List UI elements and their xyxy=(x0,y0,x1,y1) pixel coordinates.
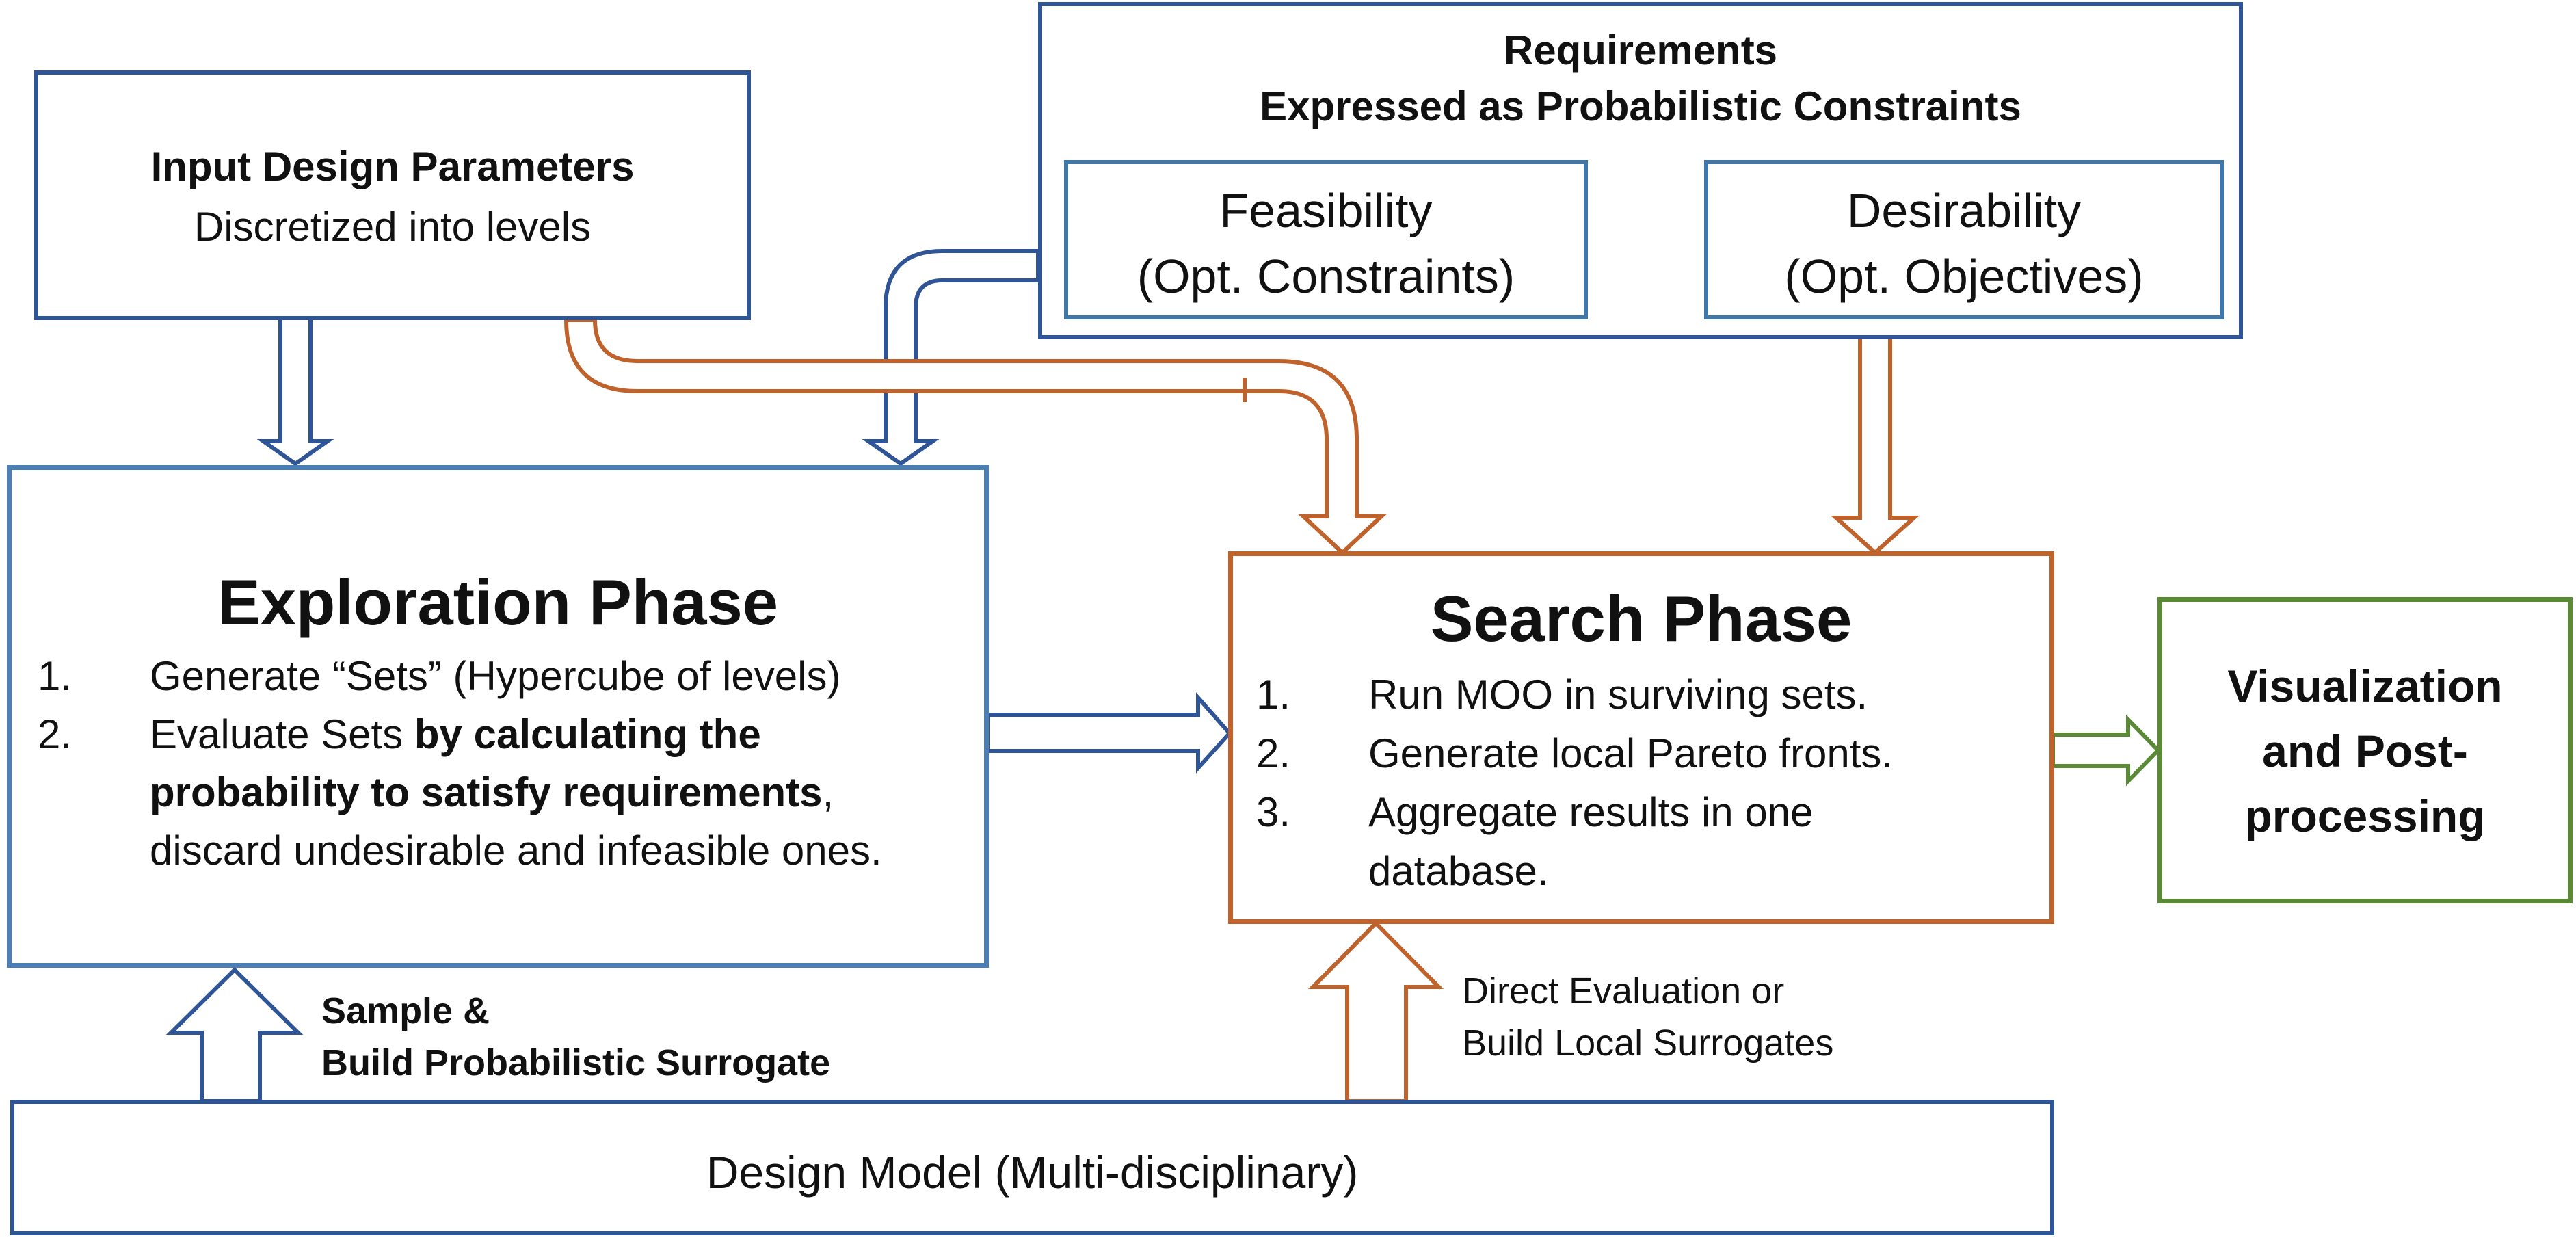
search-phase-title: Search Phase xyxy=(1430,583,1853,655)
arrow-requirements-to-exploration xyxy=(862,249,1040,466)
visualization-label-line3: processing xyxy=(2244,791,2486,841)
exploration-item-2-line3: discard undesirable and infeasible ones. xyxy=(150,828,882,873)
exploration-phase-box: Exploration Phase 1. Generate “Sets” (Hy… xyxy=(7,465,989,968)
desirability-label: Desirability xyxy=(1846,184,2082,237)
arrow-exploration-to-search xyxy=(985,692,1233,774)
desirability-box: Desirability (Opt. Objectives) xyxy=(1704,160,2224,319)
desirability-sublabel: (Opt. Objectives) xyxy=(1784,250,2144,303)
design-model-label: Design Model (Multi-disciplinary) xyxy=(706,1147,1359,1198)
visualization-label-line2: and Post- xyxy=(2262,726,2468,776)
input-parameters-subtitle: Discretized into levels xyxy=(194,204,592,250)
search-item-3-line1: Aggregate results in one xyxy=(1368,789,1814,835)
arrow-requirements-to-search xyxy=(1831,334,1920,556)
requirements-subtitle: Expressed as Probabilistic Constraints xyxy=(1260,83,2021,129)
arrow-input-to-search xyxy=(563,318,1387,556)
exploration-item-2-number: 2. xyxy=(38,711,72,757)
exploration-item-2-text: Evaluate Sets xyxy=(150,711,414,757)
sample-label-line1: Sample & xyxy=(321,990,490,1031)
search-item-3-line2: database. xyxy=(1368,848,1549,894)
search-item-2-number: 2. xyxy=(1256,730,1291,776)
feasibility-label: Feasibility xyxy=(1219,184,1433,237)
search-item-1-text: Run MOO in surviving sets. xyxy=(1368,672,1868,717)
direct-evaluation-label-line1: Direct Evaluation or xyxy=(1462,971,1785,1012)
arrow-model-to-search xyxy=(1307,920,1444,1103)
search-item-1-number: 1. xyxy=(1256,672,1291,717)
search-item-2-text: Generate local Pareto fronts. xyxy=(1368,730,1894,776)
arrow-input-to-exploration xyxy=(256,316,334,466)
direct-evaluation-label-line2: Build Local Surrogates xyxy=(1462,1023,1834,1064)
arrow-model-to-exploration xyxy=(165,966,304,1103)
exploration-item-2-line1: Evaluate Sets by calculating the xyxy=(150,711,761,758)
input-parameters-box: Input Design Parameters Discretized into… xyxy=(34,70,751,320)
sample-label-line2: Build Probabilistic Surrogate xyxy=(321,1042,831,1083)
exploration-item-2-line2: probability to satisfy requirements, xyxy=(150,769,834,816)
requirements-title: Requirements xyxy=(1503,27,1778,73)
arrow-search-to-visualization xyxy=(2051,714,2162,787)
exploration-item-2-emphasis-b: probability to satisfy requirements xyxy=(150,769,823,815)
feasibility-box: Feasibility (Opt. Constraints) xyxy=(1064,160,1588,319)
input-parameters-title: Input Design Parameters xyxy=(150,144,635,189)
search-phase-box: Search Phase 1. Run MOO in surviving set… xyxy=(1228,551,2054,924)
exploration-item-2-comma: , xyxy=(822,769,834,815)
feasibility-sublabel: (Opt. Constraints) xyxy=(1137,250,1515,303)
design-model-box: Design Model (Multi-disciplinary) xyxy=(10,1100,2054,1235)
search-item-3-number: 3. xyxy=(1256,789,1291,835)
visualization-box: Visualization and Post- processing xyxy=(2157,597,2573,903)
exploration-item-1-text: Generate “Sets” (Hypercube of levels) xyxy=(150,653,841,699)
visualization-label-line1: Visualization xyxy=(2227,661,2503,711)
exploration-phase-title: Exploration Phase xyxy=(217,566,779,638)
exploration-item-1-number: 1. xyxy=(38,653,72,699)
exploration-item-2-emphasis-a: by calculating the xyxy=(414,711,761,757)
